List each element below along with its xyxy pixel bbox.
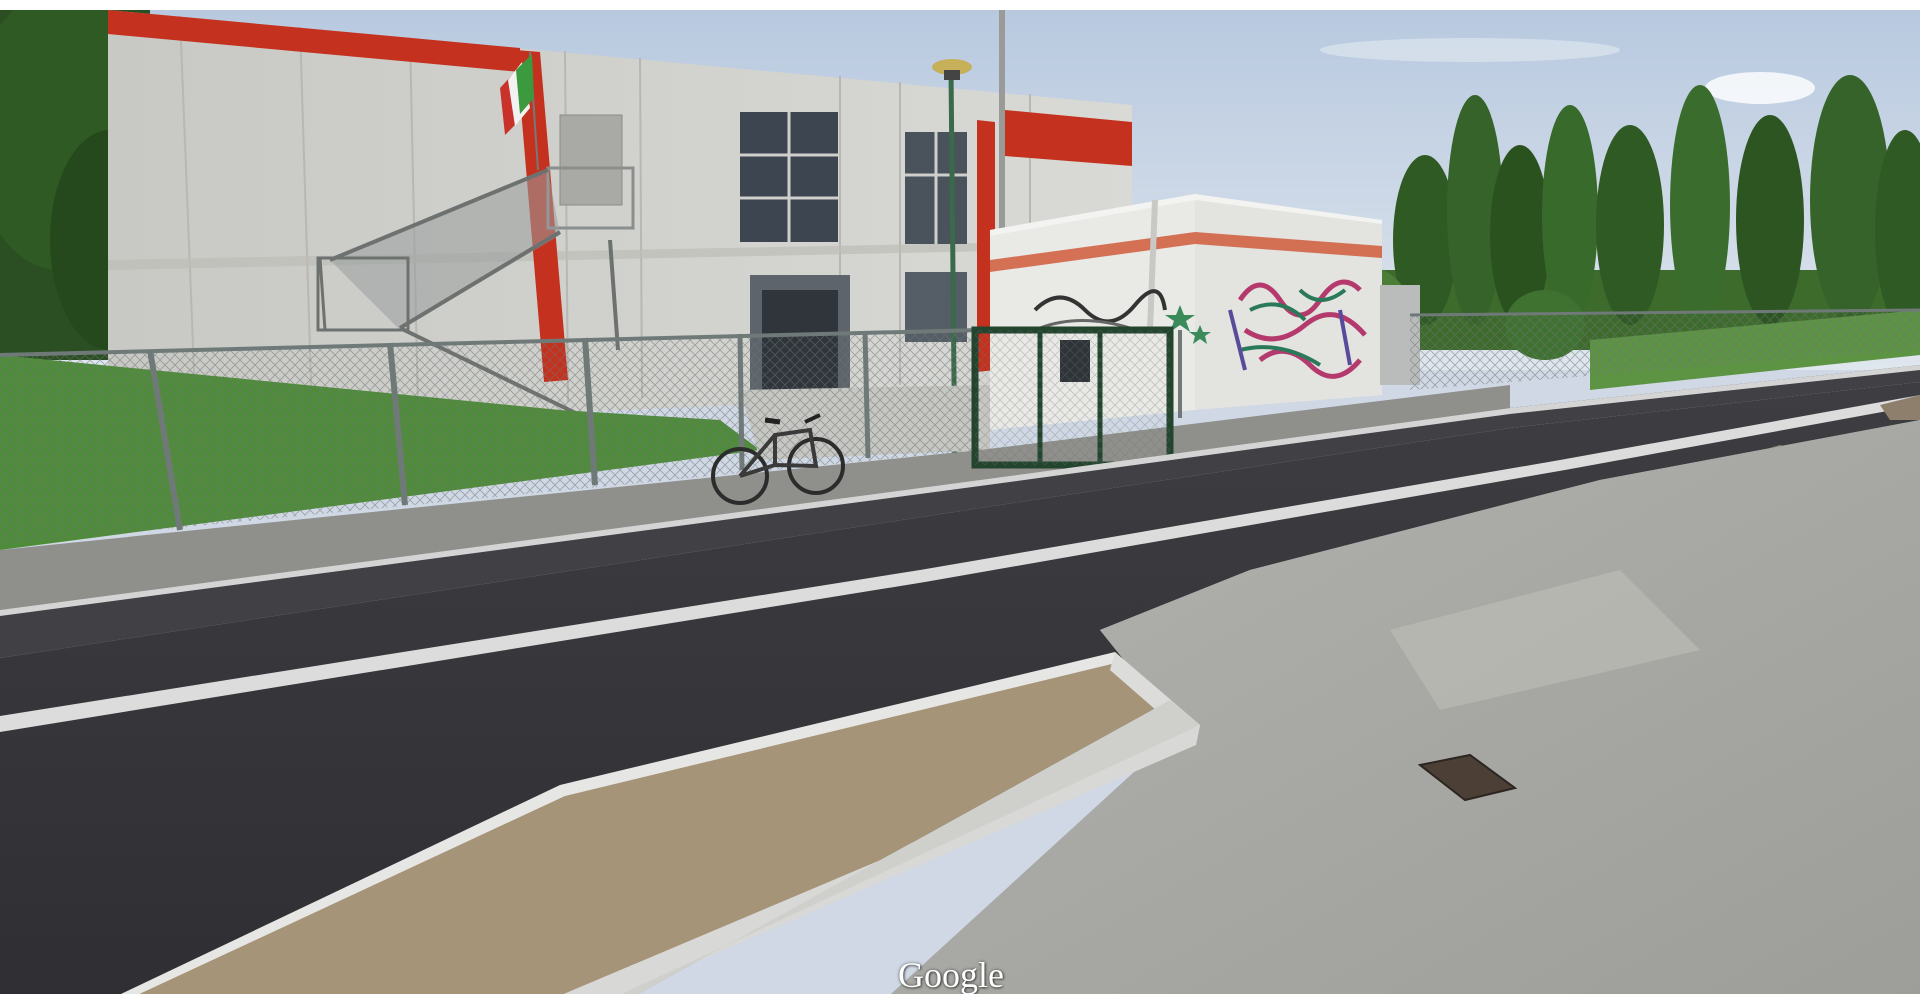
bicycle — [711, 413, 845, 505]
street-view-photo: Google — [0, 10, 1920, 1004]
concrete-sidewalk — [880, 420, 1920, 1004]
concrete-sidewalk — [1390, 570, 1700, 710]
graffiti-wall — [1033, 279, 1367, 379]
cloud — [1705, 72, 1815, 104]
italian-flag — [500, 51, 539, 171]
storm-drain — [1417, 753, 1518, 802]
street-scene — [0, 10, 1920, 1004]
planter-island — [100, 652, 1200, 1004]
external-staircase — [316, 114, 635, 422]
google-watermark: Google — [898, 955, 1004, 995]
lane-curbs — [0, 365, 1920, 732]
cloud — [1320, 38, 1620, 62]
perimeter-fence — [0, 308, 1920, 545]
green-gate — [971, 326, 1174, 469]
bike-path — [0, 365, 1920, 658]
page-bottom-margin — [0, 994, 1920, 1004]
